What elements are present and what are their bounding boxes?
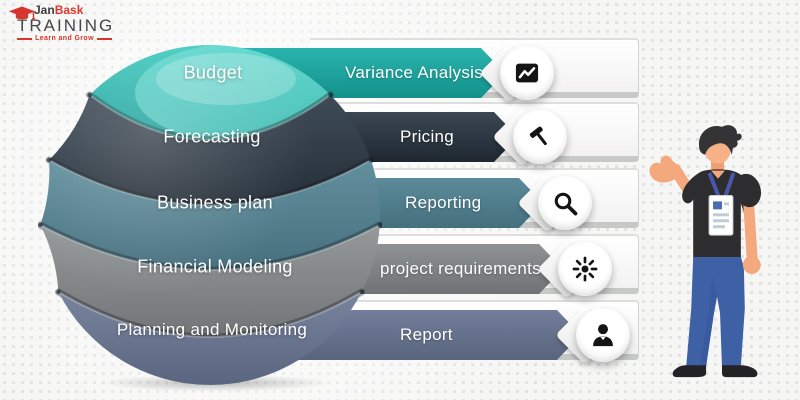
bar-label: project requirements xyxy=(380,259,541,278)
process-sphere xyxy=(38,45,382,385)
tagline-text: Learn and Grow xyxy=(35,35,94,42)
bar-label: Variance Analysis xyxy=(345,63,484,82)
tagline-dash xyxy=(17,37,33,40)
brand-logo: JanBask TRAINING Learn and Grow xyxy=(8,4,120,42)
icon-badge xyxy=(576,308,630,362)
brand-tagline: Learn and Grow xyxy=(17,35,113,42)
icon-badge xyxy=(538,176,592,230)
sphere-slice-label: Financial Modeling xyxy=(137,256,293,277)
bar-label: Report xyxy=(400,325,453,344)
sphere-slice-label: Business plan xyxy=(157,192,273,213)
brand-name-first: Jan xyxy=(34,3,55,17)
tagline-dash xyxy=(96,37,113,40)
sphere-slice-label: Planning and Monitoring xyxy=(116,320,308,339)
brand-title: TRAINING xyxy=(17,16,115,35)
icon-badge xyxy=(558,242,612,296)
magnifier-icon xyxy=(554,192,578,216)
sunburst-icon xyxy=(572,256,598,282)
bar-label: Reporting xyxy=(405,193,482,212)
line-chart-icon xyxy=(515,63,539,83)
graduation-cap-icon xyxy=(8,6,36,21)
bar-label: Pricing xyxy=(400,127,455,146)
businessman-icon xyxy=(593,324,613,347)
icon-badge xyxy=(513,110,567,164)
brand-name-second: Bask xyxy=(54,3,84,17)
brand-name: JanBask xyxy=(34,4,120,17)
sphere-slice-label: Budget xyxy=(183,62,243,83)
icon-badge xyxy=(500,46,554,100)
sphere-slice-label: Forecasting xyxy=(163,126,261,147)
presenter-illustration xyxy=(649,125,762,378)
hammer-icon xyxy=(529,126,547,146)
